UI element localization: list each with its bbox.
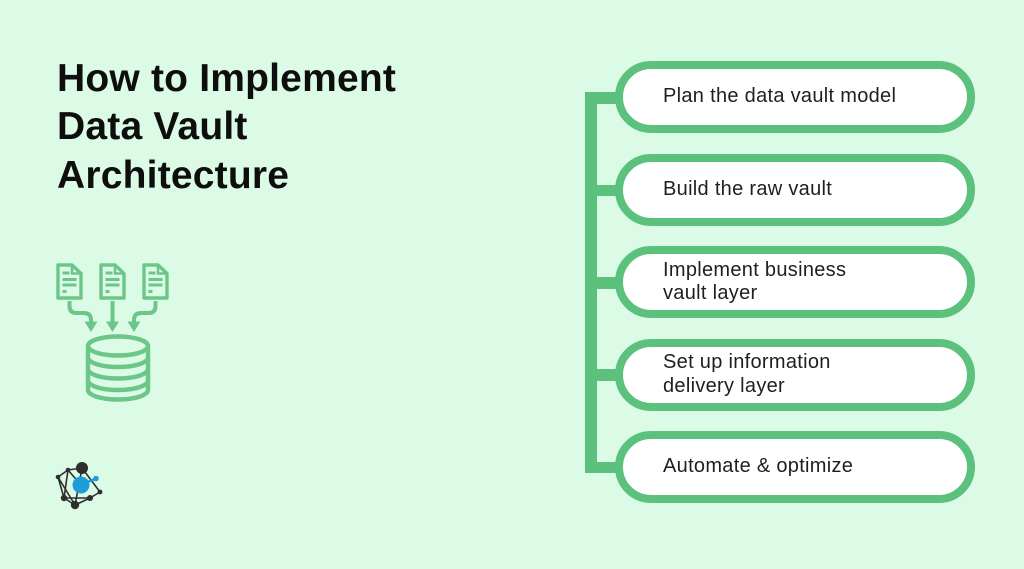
down-arrow-icon <box>106 301 119 332</box>
document-icon <box>99 263 126 300</box>
step-pill-3: Implement business vault layer <box>615 246 975 318</box>
step-pill-5: Automate & optimize <box>615 431 975 503</box>
steps-list: Plan the data vault model Build the raw … <box>615 61 975 524</box>
down-arrow-icon <box>67 301 98 332</box>
connector-stub-5 <box>585 461 623 473</box>
connector-stub-2 <box>585 184 623 196</box>
logo-nodes <box>55 462 103 510</box>
connector-stub-1 <box>585 92 623 104</box>
database-icon <box>85 334 151 402</box>
step-label: Build the raw vault <box>663 177 833 200</box>
documents-into-database-icon <box>56 263 169 402</box>
connector-stub-3 <box>585 277 623 289</box>
document-icon <box>56 263 83 300</box>
step-pill-4: Set up information delivery layer <box>615 338 975 411</box>
step-label: Implement business vault layer <box>663 258 847 304</box>
page-title: How to Implement Data Vault Architecture <box>57 57 397 197</box>
network-graph-logo <box>55 462 103 510</box>
down-arrow-icon <box>127 301 158 332</box>
step-label: Set up information delivery layer <box>663 351 831 397</box>
step-label: Automate & optimize <box>663 455 854 478</box>
step-pill-2: Build the raw vault <box>615 153 975 226</box>
step-label: Plan the data vault model <box>663 85 897 108</box>
connector-stub-4 <box>585 369 623 381</box>
document-icon <box>142 263 169 300</box>
step-pill-1: Plan the data vault model <box>615 61 975 133</box>
